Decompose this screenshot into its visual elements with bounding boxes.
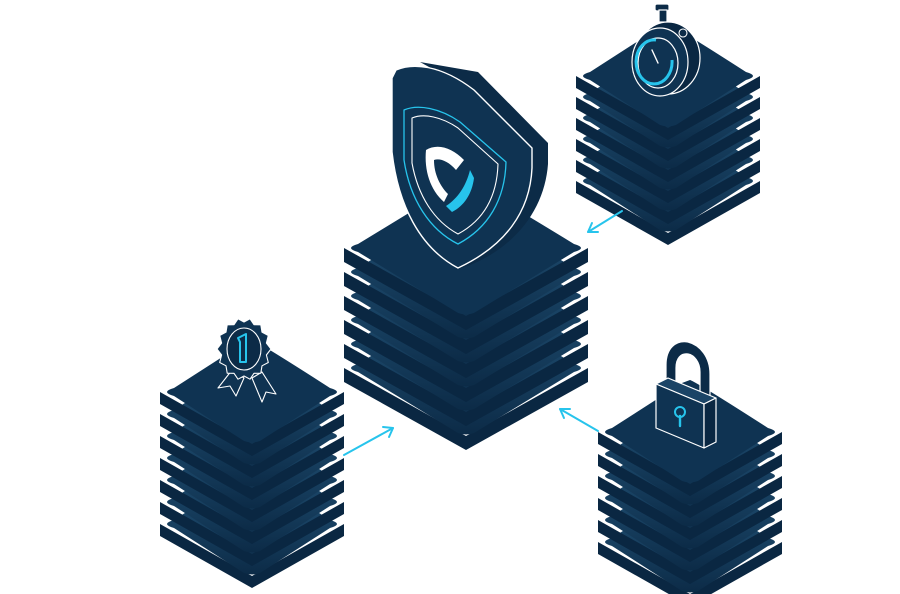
stack-layer-side (598, 432, 782, 496)
arrow-left-to-center (343, 426, 394, 456)
stack-layer-side (344, 344, 588, 426)
stack-layer-side (576, 181, 760, 245)
shield-icon (391, 62, 548, 270)
stack-layer-side (598, 542, 782, 594)
server-stack-bottom-right (598, 380, 782, 594)
stack-layer-side (160, 524, 344, 588)
stack-layer-side (598, 498, 782, 562)
stack-layer-side (576, 139, 760, 203)
stack-layer-side (344, 248, 588, 330)
stack-layer-side (160, 392, 344, 456)
stack-layer-side (598, 454, 782, 518)
stack-layer-side (344, 296, 588, 378)
stack-layer-side (160, 414, 344, 478)
stack-layer-side (598, 520, 782, 584)
arrow-bottom-right-to-center (559, 408, 599, 432)
award-ribbon-icon (216, 318, 277, 403)
stack-layer-side (344, 368, 588, 450)
stopwatch-icon (631, 3, 701, 97)
stack-layer-side (344, 272, 588, 354)
stack-layer-side (160, 480, 344, 544)
stack-layer-side (160, 458, 344, 522)
padlock-icon (655, 341, 717, 449)
stack-layer-side (576, 76, 760, 140)
stack-layer-side (598, 476, 782, 540)
stack-layer-side (576, 118, 760, 182)
stack-layer-top (167, 340, 337, 443)
stack-layer-side (576, 160, 760, 224)
stack-layer-side (160, 436, 344, 500)
stack-layer-side (160, 502, 344, 566)
arrow-top-right-to-center (587, 210, 623, 233)
server-stack-left (160, 340, 344, 588)
stack-layer-side (344, 320, 588, 402)
stack-layer-side (576, 97, 760, 161)
